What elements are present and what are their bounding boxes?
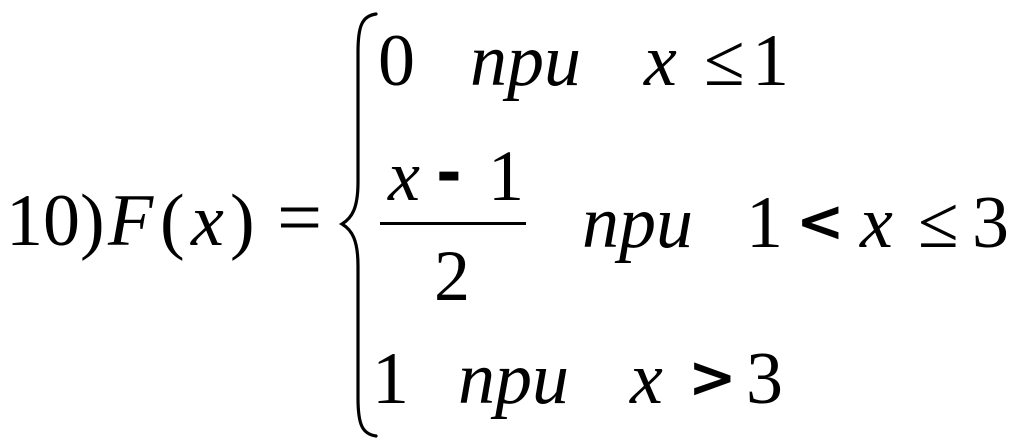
case-1-variable: x: [644, 20, 677, 102]
case-3-variable: x: [630, 338, 663, 420]
case-2-numerator-variable: x: [388, 136, 420, 216]
case-3-bound: 3: [746, 338, 783, 420]
case-3-word: при: [458, 338, 569, 420]
case-3-relation: >: [688, 343, 737, 411]
left-brace: [338, 12, 378, 438]
case-2-word: при: [582, 182, 693, 264]
case-1-relation: ≤: [704, 20, 745, 102]
paren-open: (: [160, 180, 185, 262]
case-2-numerator-operator: -: [436, 136, 462, 209]
fraction-bar: [380, 222, 526, 225]
equals-sign: =: [277, 174, 323, 262]
case-2-denominator: 2: [434, 236, 470, 316]
case-2-upper-bound: 3: [972, 182, 1009, 264]
case-1-word: при: [470, 20, 581, 102]
case-2-lower-bound: 1: [746, 182, 783, 264]
case-3-value: 1: [372, 338, 409, 420]
case-1-bound: 1: [752, 20, 789, 102]
case-2-lower-relation: <: [796, 187, 845, 255]
function-argument: x: [191, 180, 224, 262]
case-2-numerator-number: 1: [488, 136, 524, 216]
case-2-variable: x: [860, 182, 893, 264]
function-name: F: [108, 180, 154, 262]
case-2-upper-relation: ≤: [918, 182, 959, 264]
problem-number: 10): [6, 180, 105, 262]
case-1-value: 0: [378, 20, 415, 102]
paren-close: ): [230, 180, 255, 262]
